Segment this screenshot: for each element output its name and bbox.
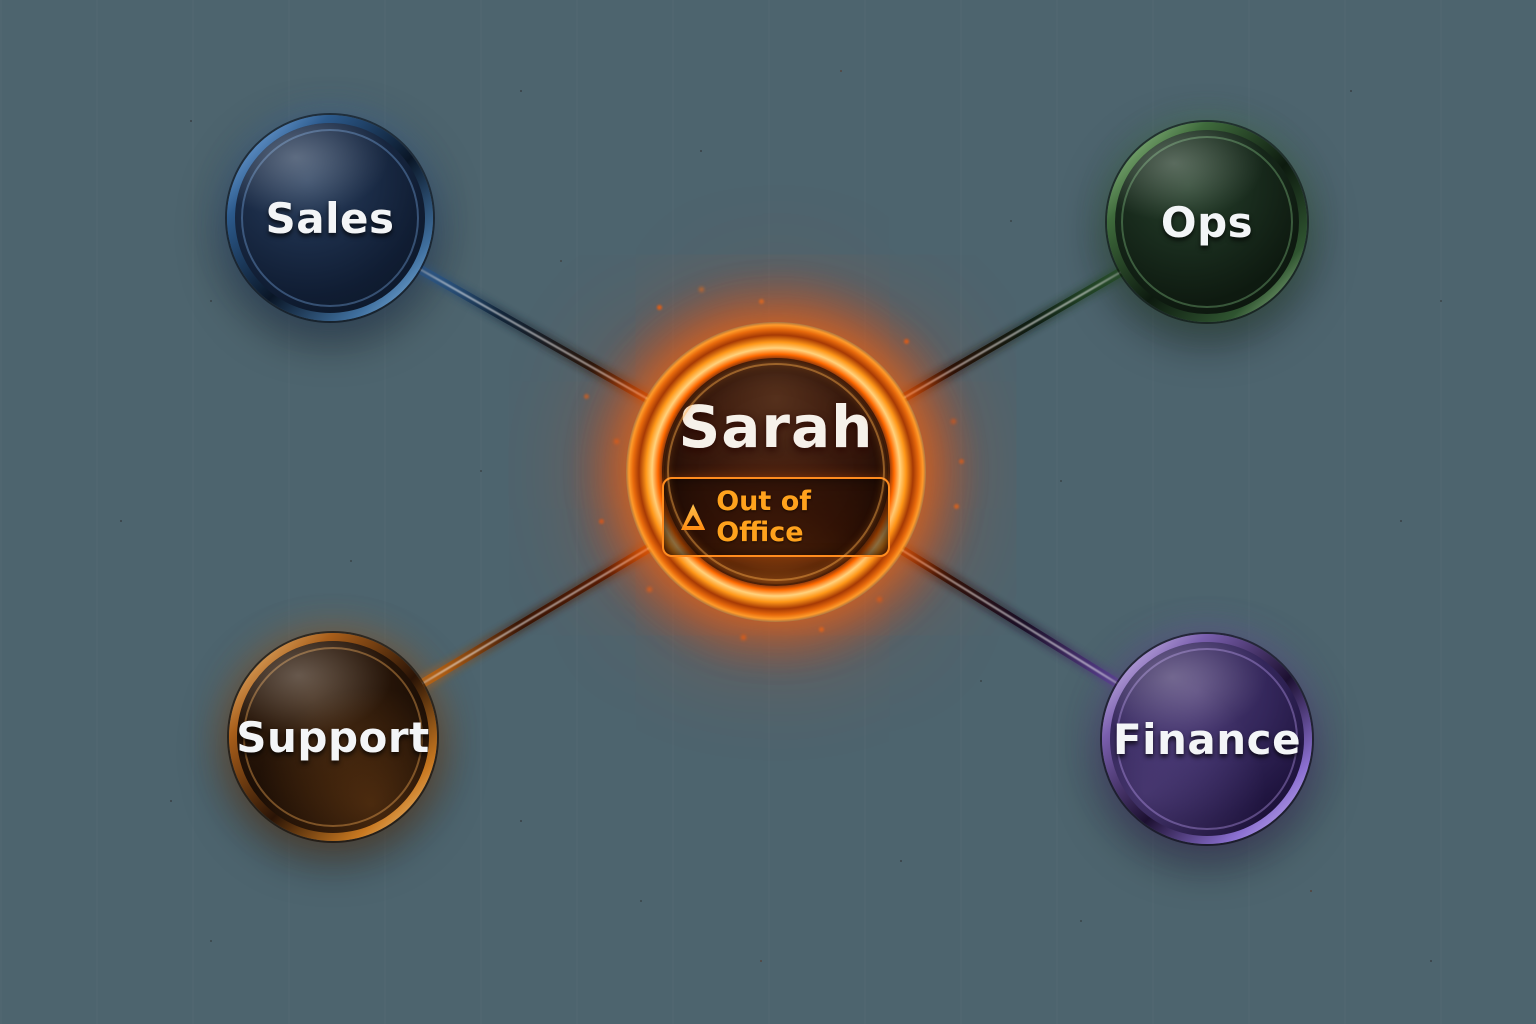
warning-triangle-inner xyxy=(686,515,700,526)
node-label: Finance xyxy=(1112,714,1302,764)
node-face: Finance xyxy=(1110,642,1304,836)
node-face: Ops xyxy=(1115,130,1299,314)
node-finance[interactable]: Finance xyxy=(1102,634,1312,844)
status-badge-label: Out of Office xyxy=(716,486,812,548)
node-sarah[interactable]: Sarah Out of Office xyxy=(571,267,981,677)
status-badge: Out of Office xyxy=(662,477,890,557)
node-label: Support xyxy=(237,712,429,762)
node-sales[interactable]: Sales xyxy=(227,115,433,321)
node-face: Sales xyxy=(235,123,425,313)
node-face: Support xyxy=(237,641,429,833)
ember-splatter-particles xyxy=(0,0,3,3)
node-ops[interactable]: Ops xyxy=(1107,122,1307,322)
node-label: Sales xyxy=(265,193,395,243)
center-face: Sarah Out of Office xyxy=(662,358,890,586)
center-node-label: Sarah xyxy=(678,393,874,461)
warning-triangle-icon xyxy=(681,504,706,530)
node-label: Ops xyxy=(1160,197,1254,247)
node-support[interactable]: Support xyxy=(229,633,437,841)
